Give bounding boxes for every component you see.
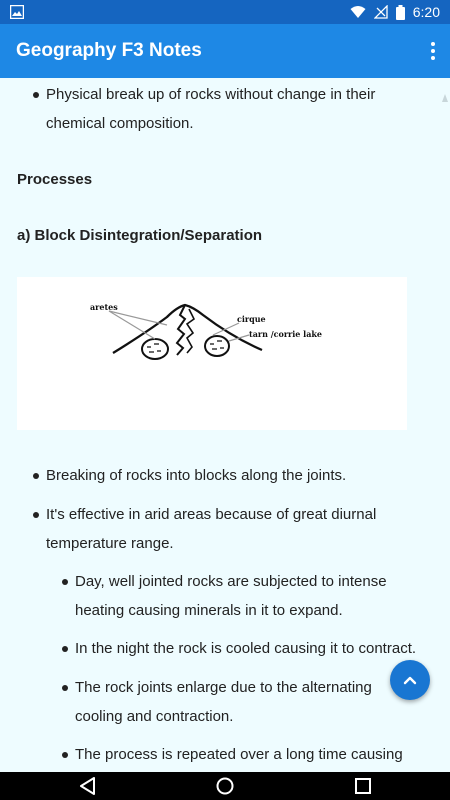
sub-bullet-icon [62,685,68,691]
sub-bullet-4-line1: The process is repeated over a long time… [75,746,403,763]
status-bar: 6:20 [0,0,450,24]
status-icons: 6:20 [350,0,440,24]
intro-bullet-line1: Physical break up of rocks without chang… [46,86,376,103]
bullet-icon [33,512,39,518]
sub-bullet-icon [62,579,68,585]
app-bar: Geography F3 Notes [0,24,450,78]
back-icon[interactable] [80,777,96,795]
glacial-diagram-drawing: aretes cirque tarn /corrie lake [90,302,322,360]
sub-bullet-icon [62,752,68,758]
diagram-label-cirque: cirque [237,314,266,324]
more-vert-icon[interactable] [430,41,436,61]
glacial-diagram: aretes cirque tarn /corrie lake [17,277,407,430]
app-title: Geography F3 Notes [16,40,202,61]
intro-bullet-line2: chemical composition. [46,115,194,132]
home-icon[interactable] [216,777,234,795]
bullet-2-line1: It's effective in arid areas because of … [46,506,377,523]
scroll-to-top-button[interactable] [390,660,430,700]
sub-bullet-icon [62,646,68,652]
sub-bullet-3-line1: The rock joints enlarge due to the alter… [75,679,372,696]
scroll-up-indicator-icon [442,94,448,102]
block-disintegration-heading: a) Block Disintegration/Separation [17,227,263,244]
navigation-bar [0,772,450,800]
image-icon [10,5,24,19]
bullet-icon [33,92,39,98]
battery-icon [395,4,405,20]
notes-content[interactable]: Physical break up of rocks without chang… [0,78,450,772]
sub-bullet-1-line2: heating causing minerals in it to expand… [75,602,343,619]
chevron-up-icon [403,676,417,685]
sub-bullet-3-line2: cooling and contraction. [75,708,234,725]
processes-heading: Processes [17,171,93,188]
bullet-icon [33,473,39,479]
sub-bullet-1-line1: Day, well jointed rocks are subjected to… [75,573,387,590]
diagram-label-aretes: aretes [90,302,118,312]
bullet-2-line2: temperature range. [46,535,174,552]
sub-bullet-2-line1: In the night the rock is cooled causing … [75,640,417,657]
status-time: 6:20 [412,4,440,20]
signal-icon [373,5,388,19]
recents-icon[interactable] [355,778,371,794]
wifi-icon [350,6,366,18]
bullet-1-line1: Breaking of rocks into blocks along the … [46,467,347,484]
diagram-label-tarn: tarn /corrie lake [249,329,322,339]
